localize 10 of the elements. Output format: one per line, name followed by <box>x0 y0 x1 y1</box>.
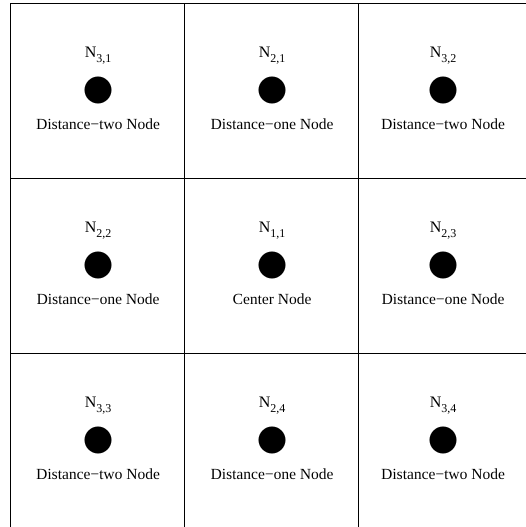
node-description: Distance−one Node <box>382 291 504 308</box>
node-description: Distance−two Node <box>381 466 505 483</box>
node-description: Distance−two Node <box>381 116 505 133</box>
node-description: Distance−one Node <box>210 116 334 133</box>
node-description: Distance−one Node <box>36 291 160 308</box>
node-description: Distance−one Node <box>210 466 334 483</box>
node-description: Distance−two Node <box>36 116 160 133</box>
grid-cell <box>10 3 185 179</box>
node-description: Distance−two Node <box>36 466 160 483</box>
node-description: Center Node <box>232 291 312 308</box>
